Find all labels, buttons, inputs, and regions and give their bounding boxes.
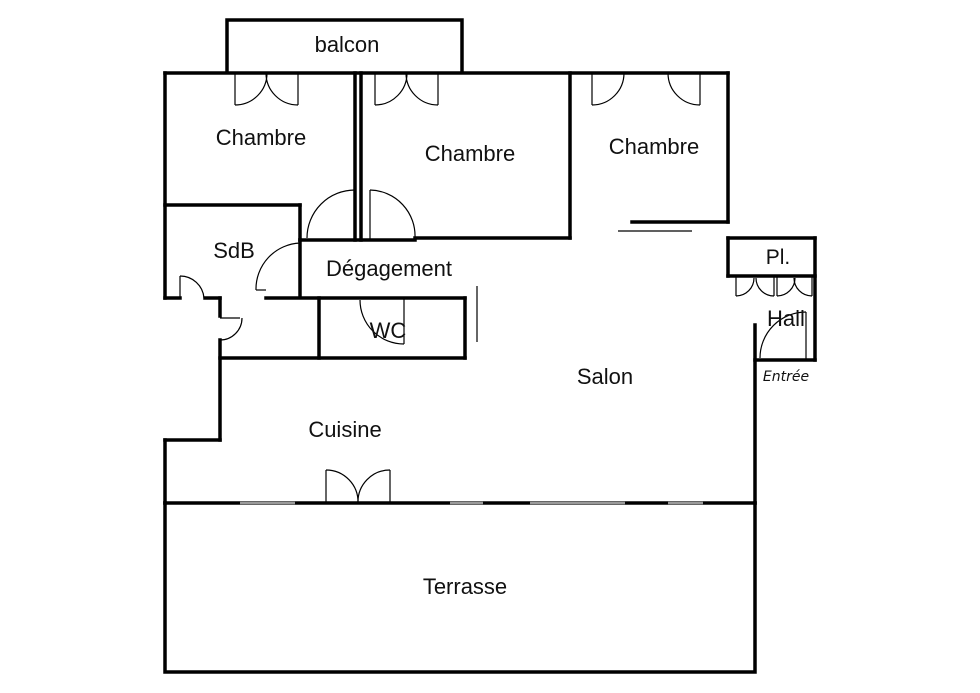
- label-terrasse: Terrasse: [423, 574, 507, 599]
- label-wc: WC: [370, 318, 407, 343]
- label-sdb: SdB: [213, 238, 255, 263]
- chambre-3-walls: [618, 220, 730, 232]
- door-chambre-2: [369, 189, 416, 240]
- door-chambre-1: [306, 189, 356, 240]
- chambre-2-walls: [359, 71, 572, 242]
- label-chambre-2: Chambre: [425, 141, 515, 166]
- window-chambre-3: [591, 72, 701, 106]
- balcon-area: [225, 18, 464, 74]
- label-salon: Salon: [577, 364, 633, 389]
- door-sdb-small-1: [179, 275, 205, 299]
- label-chambre-1: Chambre: [216, 125, 306, 150]
- door-wc: [359, 297, 405, 345]
- window-chambre-2: [374, 72, 439, 106]
- door-cuisine-terrasse: [325, 469, 391, 504]
- label-hall: Hall: [767, 306, 805, 331]
- window-chambre-1: [234, 72, 299, 106]
- door-entree: [759, 311, 807, 360]
- terrasse-area: [163, 501, 757, 674]
- door-sdb: [255, 242, 301, 291]
- label-entree: Entrée: [763, 369, 809, 385]
- door-sdb-small-2: [219, 317, 243, 341]
- label-chambre-3: Chambre: [609, 134, 699, 159]
- label-placard: Pl.: [766, 246, 791, 269]
- label-balcon: balcon: [315, 32, 380, 57]
- label-cuisine: Cuisine: [308, 417, 381, 442]
- chambre-1-walls: [163, 71, 357, 242]
- label-degagement: Dégagement: [326, 256, 452, 281]
- door-placard: [735, 276, 813, 297]
- hall-walls: [726, 236, 817, 362]
